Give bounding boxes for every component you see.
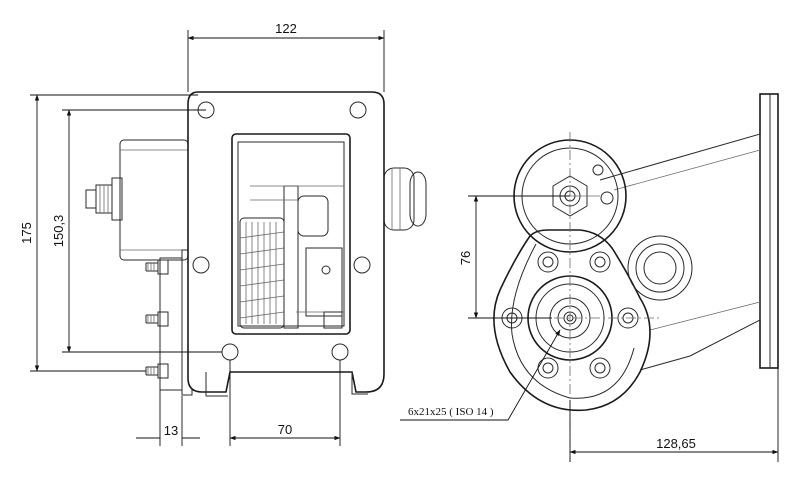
stud-nut-middle — [145, 311, 169, 327]
flange-hole-top-right — [349, 101, 367, 119]
rear-flange-plate — [759, 93, 779, 369]
front-view: 122 175 150,3 13 70 — [19, 21, 427, 446]
spline-callout: 6x21x25 ( ISO 14 ) — [400, 329, 561, 421]
pump-body — [493, 229, 651, 412]
dim-bolt-vertical: 150,3 — [51, 109, 222, 353]
dim-flange-offset: 13 — [136, 390, 200, 446]
main-flange-plate — [187, 91, 385, 393]
spline-spec-label: 6x21x25 ( ISO 14 ) — [408, 406, 494, 418]
output-shaft-stub — [383, 167, 427, 231]
gear-window — [231, 133, 351, 335]
dim-label-70: 70 — [278, 422, 292, 437]
solenoid-body — [119, 139, 189, 261]
dim-shaft-height: 76 — [458, 195, 570, 319]
dim-label-128-65: 128,65 — [656, 436, 696, 451]
stud-nut-upper — [145, 259, 169, 275]
dim-side-depth: 128,65 — [569, 368, 779, 462]
tapered-housing — [599, 133, 761, 371]
flange-hole-mid-right — [353, 256, 371, 274]
dim-label-150-3: 150,3 — [51, 215, 66, 248]
dim-bolt-horizontal: 70 — [229, 360, 341, 446]
dim-overall-height: 175 — [19, 94, 198, 372]
flange-hole-mid-left — [192, 256, 210, 274]
stud-nut-lower — [145, 363, 169, 379]
dim-overall-width: 122 — [187, 21, 385, 92]
dim-label-122: 122 — [275, 21, 297, 36]
dim-label-13: 13 — [164, 423, 178, 438]
dim-label-76: 76 — [458, 251, 473, 265]
side-boss — [627, 235, 693, 301]
side-view: 76 128,65 6x21x25 ( ISO 14 ) — [400, 93, 779, 462]
dim-label-175: 175 — [19, 222, 34, 244]
